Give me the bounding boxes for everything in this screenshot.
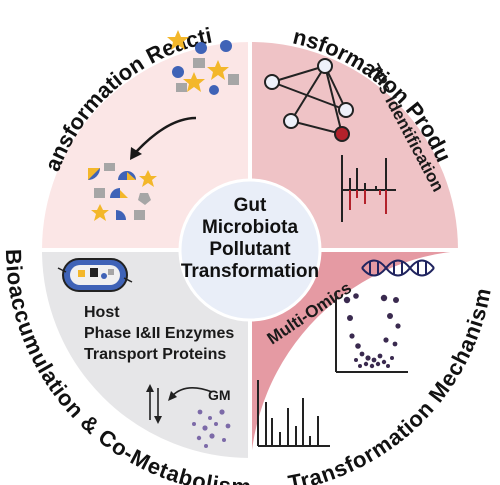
circle-icon	[195, 42, 207, 54]
square-icon	[176, 83, 187, 92]
network-edge	[290, 65, 326, 122]
star-icon	[183, 72, 205, 92]
volcano-points	[343, 293, 401, 369]
quarter-circle-icon	[110, 188, 120, 198]
circle-icon	[172, 66, 184, 78]
exchange-arrows-icon	[146, 384, 213, 424]
network-node	[264, 74, 280, 90]
network-node-highlight	[334, 126, 350, 142]
circle-icon	[209, 85, 219, 95]
reactant-molecules	[167, 30, 239, 95]
star-icon	[91, 204, 109, 221]
network-edge	[290, 120, 343, 135]
quadrant-transformation-mechanism	[250, 250, 480, 480]
center-text-line4: Transformation	[181, 261, 319, 282]
center-circle	[178, 178, 322, 322]
mass-spectrum	[257, 380, 330, 447]
product-molecules	[88, 163, 157, 221]
phase-enzymes-label: Phase I&II Enzymes	[84, 325, 234, 342]
star-icon	[207, 60, 229, 80]
quadrant-transformation-products	[250, 20, 480, 250]
network-edge	[271, 65, 326, 83]
triangle-icon	[88, 168, 100, 180]
center-text-line2: Microbiota	[202, 217, 298, 238]
network-node	[283, 113, 299, 129]
gm-dots	[192, 409, 231, 448]
arrow-head-icon	[130, 147, 142, 160]
network-node	[317, 58, 333, 74]
square-icon	[94, 188, 105, 198]
circle-icon	[220, 40, 232, 52]
square-icon	[193, 58, 205, 68]
network-node	[338, 102, 354, 118]
network-edge	[324, 65, 343, 135]
gm-label: GM	[208, 387, 231, 403]
triangle-icon	[127, 172, 136, 180]
triangle-icon	[120, 190, 128, 198]
network-edge	[324, 65, 347, 111]
square-icon	[228, 74, 239, 85]
center-text-line1: Gut	[234, 195, 267, 216]
star-icon	[167, 30, 189, 50]
volcano-plot	[335, 292, 408, 373]
network-edge	[271, 81, 347, 111]
square-icon	[134, 210, 145, 220]
quadrant-bioaccumulation	[20, 250, 250, 480]
square-icon	[104, 163, 115, 171]
reaction-arrow	[135, 116, 197, 153]
tps-network	[264, 58, 354, 142]
bacterium-icon	[57, 258, 133, 292]
host-label: Host	[84, 304, 120, 321]
star-icon	[139, 170, 157, 187]
dna-icon	[361, 259, 435, 277]
pentagon-icon	[138, 193, 151, 205]
mirror-spectrum	[341, 155, 396, 222]
transport-proteins-label: Transport Proteins	[84, 346, 226, 363]
center-text-line3: Pollutant	[209, 239, 291, 260]
quarter-circle-icon	[116, 210, 126, 220]
